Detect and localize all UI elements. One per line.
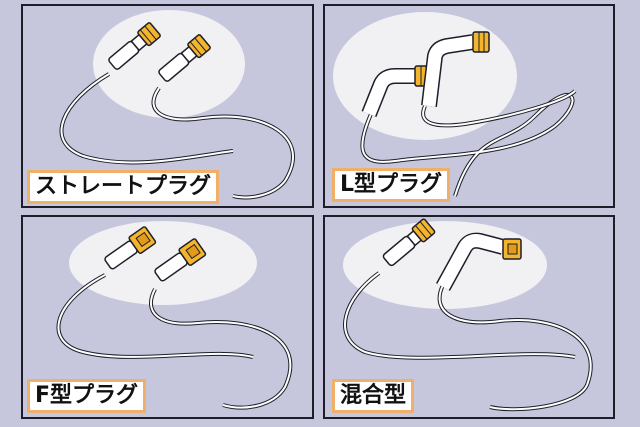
- panel-l-type-plug: L型プラグ: [323, 4, 615, 208]
- panel-straight-plug: ストレートプラグ: [21, 4, 314, 208]
- l-type-plug-illustration: [333, 12, 577, 197]
- label-f-type-plug: F型プラグ: [27, 379, 147, 413]
- panel-f-type-plug: F型プラグ: [21, 215, 314, 419]
- label-straight-plug: ストレートプラグ: [27, 170, 220, 204]
- panel-mixed-plug: 混合型: [323, 215, 615, 419]
- label-l-type-plug: L型プラグ: [332, 168, 451, 202]
- mixed-plug-illustration: [343, 218, 593, 412]
- straight-plug-illustration: [59, 10, 295, 200]
- f-type-plug-illustration: [56, 221, 293, 410]
- label-mixed-plug: 混合型: [332, 379, 415, 413]
